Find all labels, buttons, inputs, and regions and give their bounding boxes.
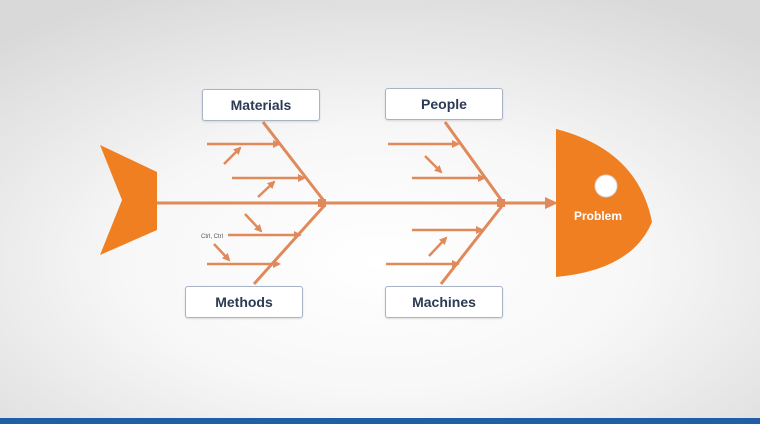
spine-arrowhead: [545, 197, 558, 209]
machines-bone: [439, 205, 504, 285]
machines-label: Machines: [412, 294, 476, 310]
machines-subcause-1: [428, 236, 448, 257]
methods-bone: [252, 204, 326, 286]
fish-eye: [594, 174, 618, 198]
people-junction: [497, 199, 505, 207]
materials-junction: [318, 199, 326, 207]
fish-head: [556, 129, 652, 277]
materials-category-box: Materials: [202, 89, 320, 121]
machines-category-box: Machines: [385, 286, 503, 318]
methods-subcause-1: [244, 213, 263, 233]
bottom-accent-bar: [0, 418, 760, 424]
people-category-box: People: [385, 88, 503, 120]
problem-label: Problem: [573, 209, 622, 223]
materials-subcause-2: [257, 180, 276, 198]
materials-label: Materials: [230, 97, 292, 113]
people-bone: [443, 121, 504, 202]
methods-label: Methods: [215, 294, 273, 310]
methods-subcause-2: [213, 243, 231, 262]
methods-cause-note: Ctrl, Ctrl: [201, 234, 223, 240]
people-subcause-1: [424, 155, 443, 174]
materials-subcause-1: [223, 146, 242, 165]
materials-bone: [261, 121, 326, 202]
methods-category-box: Methods: [185, 286, 303, 318]
people-label: People: [421, 96, 467, 112]
fish-tail: [100, 145, 157, 255]
